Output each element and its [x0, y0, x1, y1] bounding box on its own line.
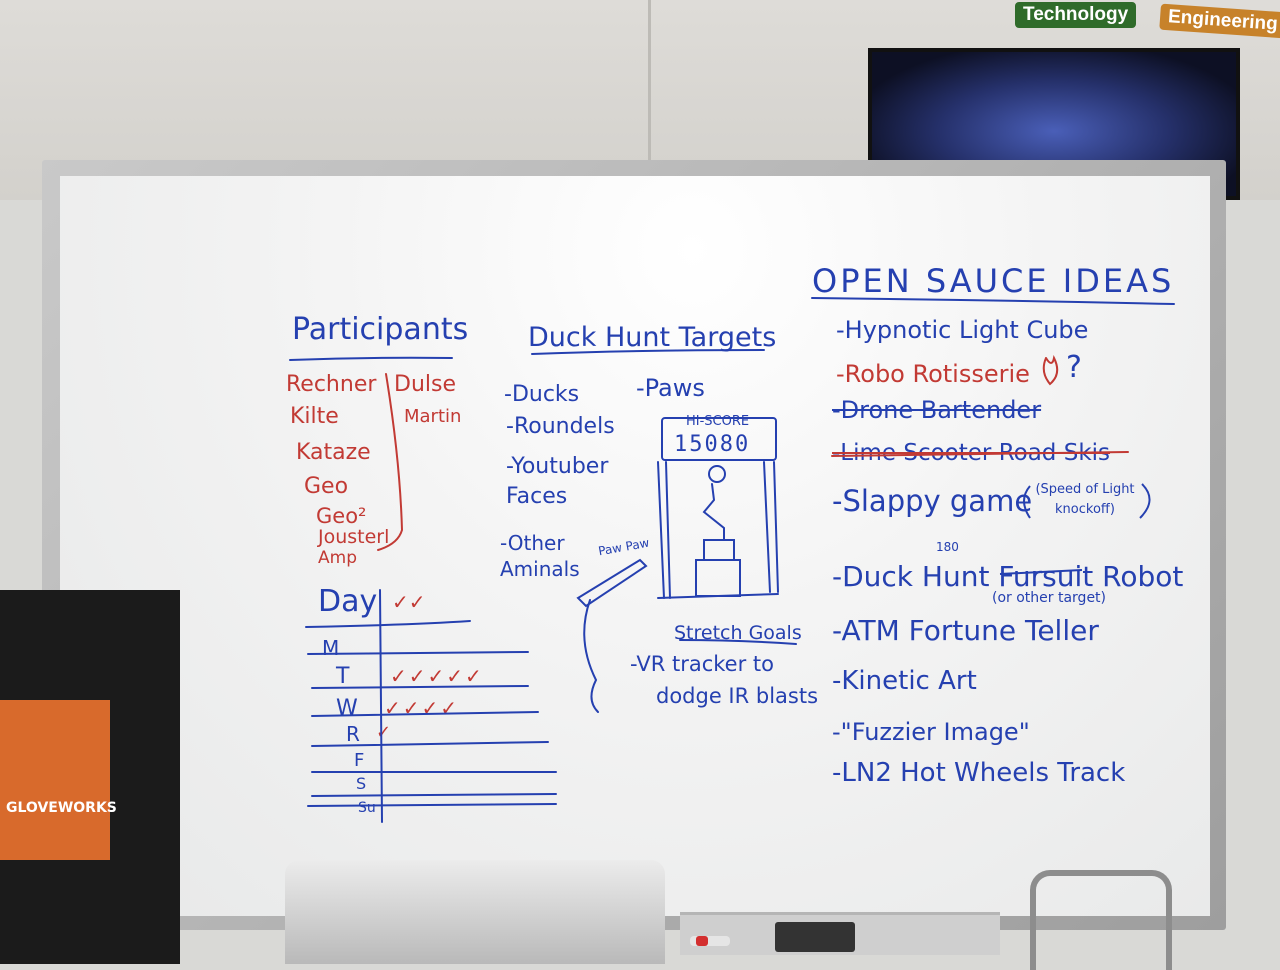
day-label: R — [346, 722, 360, 746]
eraser — [775, 922, 855, 952]
hi-score-value: 15080 — [674, 432, 751, 457]
idea-note: (Speed of Light knockoff) — [1035, 482, 1135, 517]
ideas-heading: OPEN SAUCE IDEAS — [812, 262, 1175, 300]
idea-note-above: 180 — [936, 540, 959, 554]
idea-item: -Drone Bartender — [832, 396, 1042, 424]
participant-name: Geo² — [316, 504, 367, 528]
stretch-line: dodge IR blasts — [656, 684, 819, 708]
duck-hunt-underline — [531, 349, 765, 355]
participant-name: Kilte — [290, 404, 339, 429]
printer — [285, 860, 665, 964]
glove-box-label: GLOVEWORKS — [6, 800, 117, 816]
stretch-line: -VR tracker to — [630, 652, 774, 676]
ideas-underline — [811, 297, 1175, 305]
day-label: T — [336, 664, 350, 689]
participants-heading: Participants — [292, 312, 469, 347]
idea-note: (or other target) — [992, 590, 1107, 606]
duck-hunt-heading: Duck Hunt Targets — [528, 322, 777, 353]
participant-name: Dulse — [394, 372, 456, 397]
idea-item: -Robo Rotisserie — [836, 360, 1030, 388]
idea-item: -Slappy game — [832, 484, 1033, 518]
glove-box — [0, 700, 110, 860]
participant-name: Geo — [304, 474, 349, 499]
participants-underline — [289, 356, 453, 361]
duck-hunt-item: -Ducks — [504, 382, 580, 407]
idea-item: -ATM Fortune Teller — [832, 614, 1099, 647]
participant-name: Amp — [318, 548, 357, 568]
day-checkmarks: ✓✓✓✓✓ — [390, 664, 484, 688]
whiteboard — [60, 176, 1210, 916]
idea-item: -Kinetic Art — [832, 666, 977, 696]
wall-seam — [648, 0, 651, 185]
technology-sign: Technology — [1015, 2, 1137, 28]
duck-hunt-paws: -Paws — [636, 374, 705, 402]
duck-hunt-item: -Youtuber Faces — [506, 454, 609, 509]
participant-name: Jousterl — [318, 526, 390, 548]
day-heading-check: ✓✓ — [392, 590, 426, 614]
duck-hunt-item: -Roundels — [506, 414, 615, 439]
participant-name: Kataze — [296, 440, 371, 465]
stretch-underline — [679, 639, 797, 645]
idea-item: -Duck Hunt Fursuit Robot — [832, 560, 1184, 593]
chair — [1030, 870, 1172, 970]
day-label: Su — [358, 800, 376, 816]
day-label: S — [356, 774, 367, 793]
idea-item: -Hypnotic Light Cube — [836, 316, 1089, 344]
idea-question-mark: ? — [1066, 350, 1082, 385]
day-checkmarks: ✓ — [376, 722, 392, 743]
day-heading: Day — [318, 584, 378, 619]
idea-item: -"Fuzzier Image" — [832, 718, 1030, 746]
marker-cap — [696, 936, 708, 946]
stretch-heading: Stretch Goals — [674, 622, 802, 644]
day-label: F — [354, 750, 365, 771]
participant-name: Rechner — [286, 372, 377, 397]
marker — [690, 936, 730, 946]
duck-hunt-item: -Other Aminals — [500, 531, 580, 581]
day-checkmarks: ✓✓✓✓ — [384, 696, 460, 720]
participant-name: Martin — [404, 406, 462, 427]
idea-item: -LN2 Hot Wheels Track — [832, 758, 1126, 788]
